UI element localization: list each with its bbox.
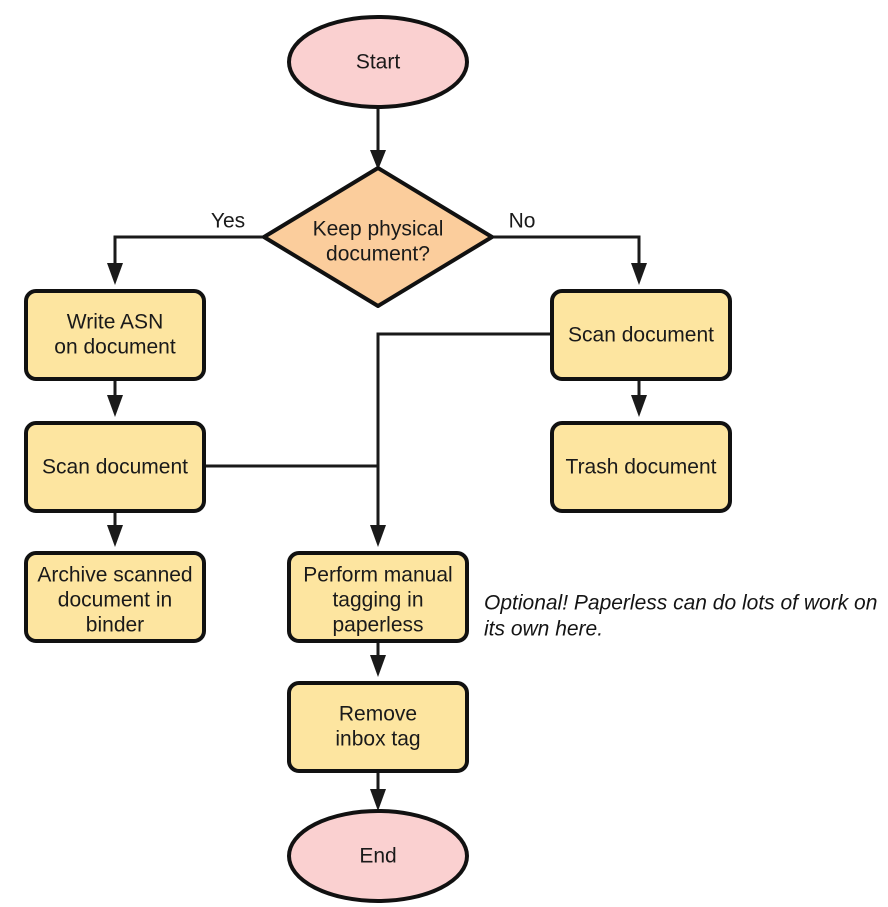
node-trash-document[interactable]: Trash document — [550, 421, 732, 513]
edge-decision-to-scan-right: No — [492, 210, 647, 285]
node-label-keep-physical-line2: document? — [326, 243, 430, 266]
scan-document-left-box[interactable] — [24, 421, 206, 513]
annotation-line-2: its own here. — [484, 618, 603, 641]
edge-start-to-decision — [370, 107, 386, 170]
edge-scan-right-to-tagging — [370, 332, 552, 547]
arrowhead-remove-tag-to-end — [370, 789, 386, 811]
node-label-start: Start — [356, 51, 401, 74]
archive-binder-box[interactable] — [24, 551, 206, 643]
node-label-manual-tagging-line3: paperless — [332, 614, 423, 637]
arrowhead-write-asn-to-scan-left — [107, 395, 123, 417]
node-archive-binder[interactable]: Archive scanned document in binder — [24, 551, 206, 643]
node-label-scan-document-right: Scan document — [568, 324, 714, 347]
end-ellipse[interactable] — [287, 809, 469, 903]
edge-write-asn-to-scan-left — [107, 379, 123, 417]
node-end[interactable]: End — [287, 809, 469, 903]
node-label-keep-physical-line1: Keep physical — [313, 218, 444, 241]
trash-document-box[interactable] — [550, 421, 732, 513]
node-label-scan-document-left: Scan document — [42, 456, 188, 479]
node-write-asn[interactable]: Write ASN on document — [24, 289, 206, 381]
node-label-archive-line1: Archive scanned — [37, 564, 192, 587]
remove-inbox-tag-box[interactable] — [287, 681, 469, 773]
node-label-archive-line3: binder — [86, 614, 144, 637]
edge-label-yes: Yes — [211, 210, 245, 233]
edge-line-decision-to-scan-right — [492, 235, 641, 272]
node-label-remove-inbox-tag-line1: Remove — [339, 703, 417, 726]
arrowhead-scan-right-to-tagging — [370, 525, 386, 547]
node-keep-physical-document[interactable]: Keep physical document? — [262, 166, 494, 308]
scan-document-right-box[interactable] — [550, 289, 732, 381]
node-label-remove-inbox-tag-line2: inbox tag — [335, 728, 420, 751]
edge-scan-right-to-trash — [631, 379, 647, 417]
arrowhead-start-to-decision — [370, 150, 386, 170]
node-label-write-asn-line1: Write ASN — [67, 311, 163, 334]
node-scan-document-left[interactable]: Scan document — [24, 421, 206, 513]
node-label-manual-tagging-line2: tagging in — [332, 589, 423, 612]
node-label-manual-tagging-line1: Perform manual — [303, 564, 452, 587]
write-asn-box[interactable] — [24, 289, 206, 381]
start-ellipse[interactable] — [287, 15, 469, 109]
node-start[interactable]: Start — [287, 15, 469, 109]
edge-decision-to-write-asn: Yes — [107, 210, 264, 285]
node-label-end: End — [359, 845, 396, 868]
node-label-write-asn-line2: on document — [54, 336, 176, 359]
arrowhead-decision-to-scan-right — [631, 263, 647, 285]
edge-label-no: No — [509, 210, 536, 233]
arrowhead-scan-right-to-trash — [631, 395, 647, 417]
edge-scan-left-to-archive — [107, 511, 123, 547]
node-label-archive-line2: document in — [58, 589, 172, 612]
node-scan-document-right[interactable]: Scan document — [550, 289, 732, 381]
node-label-trash-document: Trash document — [566, 456, 717, 479]
manual-tagging-box[interactable] — [287, 551, 469, 643]
node-remove-inbox-tag[interactable]: Remove inbox tag — [287, 681, 469, 773]
edge-line-scan-right-to-tagging — [376, 332, 552, 534]
arrowhead-decision-to-write-asn — [107, 263, 123, 285]
arrowhead-scan-left-to-archive — [107, 525, 123, 547]
edge-line-decision-to-write-asn — [113, 235, 264, 272]
edge-tagging-to-remove-tag — [370, 641, 386, 677]
edge-remove-tag-to-end — [370, 771, 386, 811]
node-manual-tagging[interactable]: Perform manual tagging in paperless — [287, 551, 469, 643]
annotation-optional-note: Optional! Paperless can do lots of work … — [484, 592, 877, 641]
arrowhead-tagging-to-remove-tag — [370, 655, 386, 677]
annotation-line-1: Optional! Paperless can do lots of work … — [484, 592, 877, 615]
decision-diamond[interactable] — [262, 166, 494, 308]
